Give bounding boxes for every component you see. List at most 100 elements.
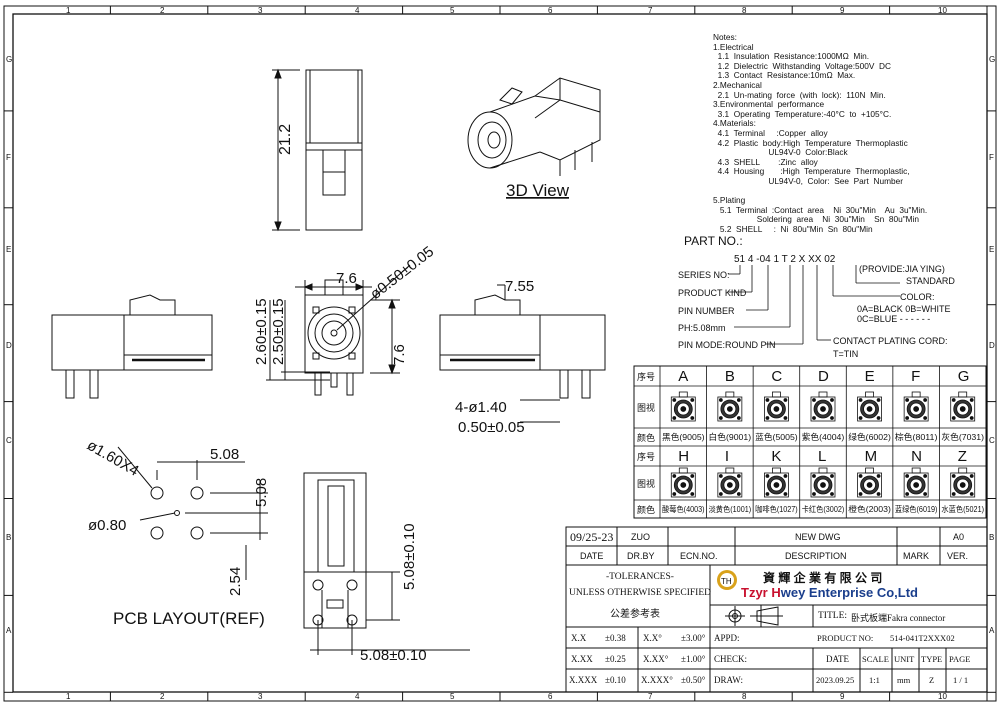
color-options-1: 0A=BLACK 0B=WHITE	[857, 304, 951, 314]
color-name-top: 蓝色(5005)	[755, 432, 798, 442]
zone-col-top: 4	[355, 6, 360, 15]
contact-plating-label: CONTACT PLATING CORD:	[833, 336, 948, 346]
check-label: CHECK:	[714, 654, 748, 664]
note-line: 1.2 Dielectric Withstanding Voltage:500V…	[713, 60, 892, 71]
tin-label: T=TIN	[833, 349, 858, 359]
projection-symbol-icon	[725, 606, 783, 626]
product-no-label: PRODUCT NO:	[817, 633, 874, 643]
color-name-top: 黑色(9005)	[662, 432, 705, 442]
series-no-label: SERIES NO:	[678, 270, 730, 280]
3d-view-drawing	[467, 77, 601, 176]
tol-row1-b: ±0.38	[605, 633, 626, 643]
zone-row-right: F	[989, 153, 994, 162]
dim-2-60: 2.60±0.15	[253, 298, 270, 365]
pin-number-label: PIN NUMBER	[678, 306, 735, 316]
company-name-en: Tzyr Hwey Enterprise Co,Ltd	[741, 585, 918, 600]
title-block-grid	[565, 526, 988, 693]
zone-row-left: B	[6, 533, 11, 542]
notes-block: Notes:1.Electrical 1.1 Insulation Resist…	[713, 32, 928, 234]
draw-label: DRAW:	[714, 675, 743, 685]
zone-col-top: 8	[742, 6, 747, 15]
connector-front-icon	[810, 467, 836, 498]
zone-row-left: C	[6, 436, 12, 445]
note-line: 1.3 Contact Resistance:10mΩ Max.	[713, 70, 856, 81]
company-logo: TH	[717, 570, 737, 590]
company-name-en-b: H	[771, 585, 780, 600]
color-letter-bottom: M	[865, 448, 878, 465]
zone-row-left: E	[6, 245, 11, 254]
dim-7-6-right: 7.6	[391, 344, 408, 365]
note-line: 3.1 Operating Temperature:-40°C to +105°…	[713, 108, 892, 119]
zone-col-top: 2	[160, 6, 165, 15]
zone-col-bottom: 4	[355, 692, 360, 701]
color-table: 序号图视颜色序号图视颜色A黑色(9005)H酸莓色(4003)B白色(9001)…	[633, 365, 987, 519]
pitch-label: PH:5.08mm	[678, 323, 726, 333]
color-table-row-header: 序号	[637, 371, 655, 382]
note-line: UL94V-0 Color:Black	[713, 147, 848, 158]
color-table-border	[633, 365, 987, 519]
zone-col-top: 3	[258, 6, 263, 15]
product-no-value: 514-041T2XXX02	[890, 633, 955, 643]
connector-front-icon	[764, 391, 789, 422]
color-name-top: 紫色(4004)	[802, 432, 845, 442]
zone-col-top: 1	[66, 6, 71, 15]
color-letter-top: B	[725, 368, 735, 385]
rev-description: NEW DWG	[795, 532, 841, 542]
note-line: 4.Materials:	[713, 118, 756, 129]
dim-0-50: 0.50±0.05	[458, 419, 525, 436]
note-line: 4.1 Terminal :Copper alloy	[713, 127, 828, 138]
zone-row-left: F	[6, 153, 11, 162]
color-letter-bottom: Z	[958, 448, 967, 465]
note-line: 5.1 Terminal :Contact area Ni 30u"Min Au…	[713, 204, 928, 215]
color-name-bottom: 卡红色(3002)	[802, 504, 845, 514]
dim-7-6-top: 7.6	[336, 270, 357, 287]
color-name-bottom: 酸莓色(4003)	[662, 504, 705, 514]
color-table-row-header: 颜色	[637, 432, 655, 443]
part-no-code: 51 4 -04 1 T 2 X XX 02	[734, 254, 836, 265]
zone-row-right: B	[989, 533, 994, 542]
color-letter-bottom: K	[771, 448, 781, 465]
color-letter-bottom: H	[678, 448, 689, 465]
header-drby: DR.BY	[627, 551, 655, 561]
right-side-view	[439, 284, 606, 423]
color-letter-top: E	[865, 368, 875, 385]
color-name-top: 白色(9001)	[709, 432, 752, 442]
color-letter-top: G	[958, 368, 970, 385]
zone-col-bottom: 2	[160, 692, 165, 701]
tol-row2-a: X.XX	[571, 654, 593, 664]
color-name-bottom: 蓝绿色(6019)	[895, 504, 938, 514]
color-name-top: 棕色(8011)	[895, 432, 938, 442]
pcb-dim-0-80: ø0.80	[88, 517, 126, 534]
zone-row-right: D	[989, 341, 995, 350]
tol-row1-a: X.X	[571, 633, 587, 643]
header-description: DESCRIPTION	[785, 551, 847, 561]
color-table-row-header: 颜色	[637, 504, 655, 515]
h2-date: DATE	[826, 654, 849, 664]
product-kind-label: PRODUCT KIND	[678, 288, 747, 298]
v-date: 2023.09.25	[816, 675, 855, 685]
color-table-row-header: 序号	[637, 451, 655, 462]
tol-row3-a: X.XXX	[569, 675, 598, 685]
connector-front-icon	[950, 391, 976, 422]
rev-by: ZUO	[631, 532, 650, 542]
bottom-dim-5-08-horizontal: 5.08±0.10	[360, 647, 427, 664]
pin-mode-label: PIN MODE:ROUND PIN	[678, 340, 776, 350]
pcb-layout-label: PCB LAYOUT(REF)	[113, 609, 265, 628]
connector-front-icon	[717, 391, 743, 422]
color-letter-bottom: L	[818, 448, 826, 465]
provide-label: (PROVIDE:JIA YING)	[859, 264, 945, 274]
header-ecn: ECN.NO.	[680, 551, 718, 561]
part-no-title: PART NO.:	[684, 234, 743, 248]
top-view-drawing	[272, 68, 363, 232]
zone-col-bottom: 10	[938, 692, 947, 701]
note-line: 5.Plating	[713, 195, 746, 206]
zone-col-bottom: 7	[648, 692, 653, 701]
title-value: 卧式板端Fakra connector	[851, 613, 946, 623]
h2-scale: SCALE	[862, 654, 889, 664]
v-unit: mm	[897, 675, 911, 685]
pcb-dim-5-08-top: 5.08	[210, 446, 239, 463]
appd-label: APPD:	[714, 633, 740, 643]
